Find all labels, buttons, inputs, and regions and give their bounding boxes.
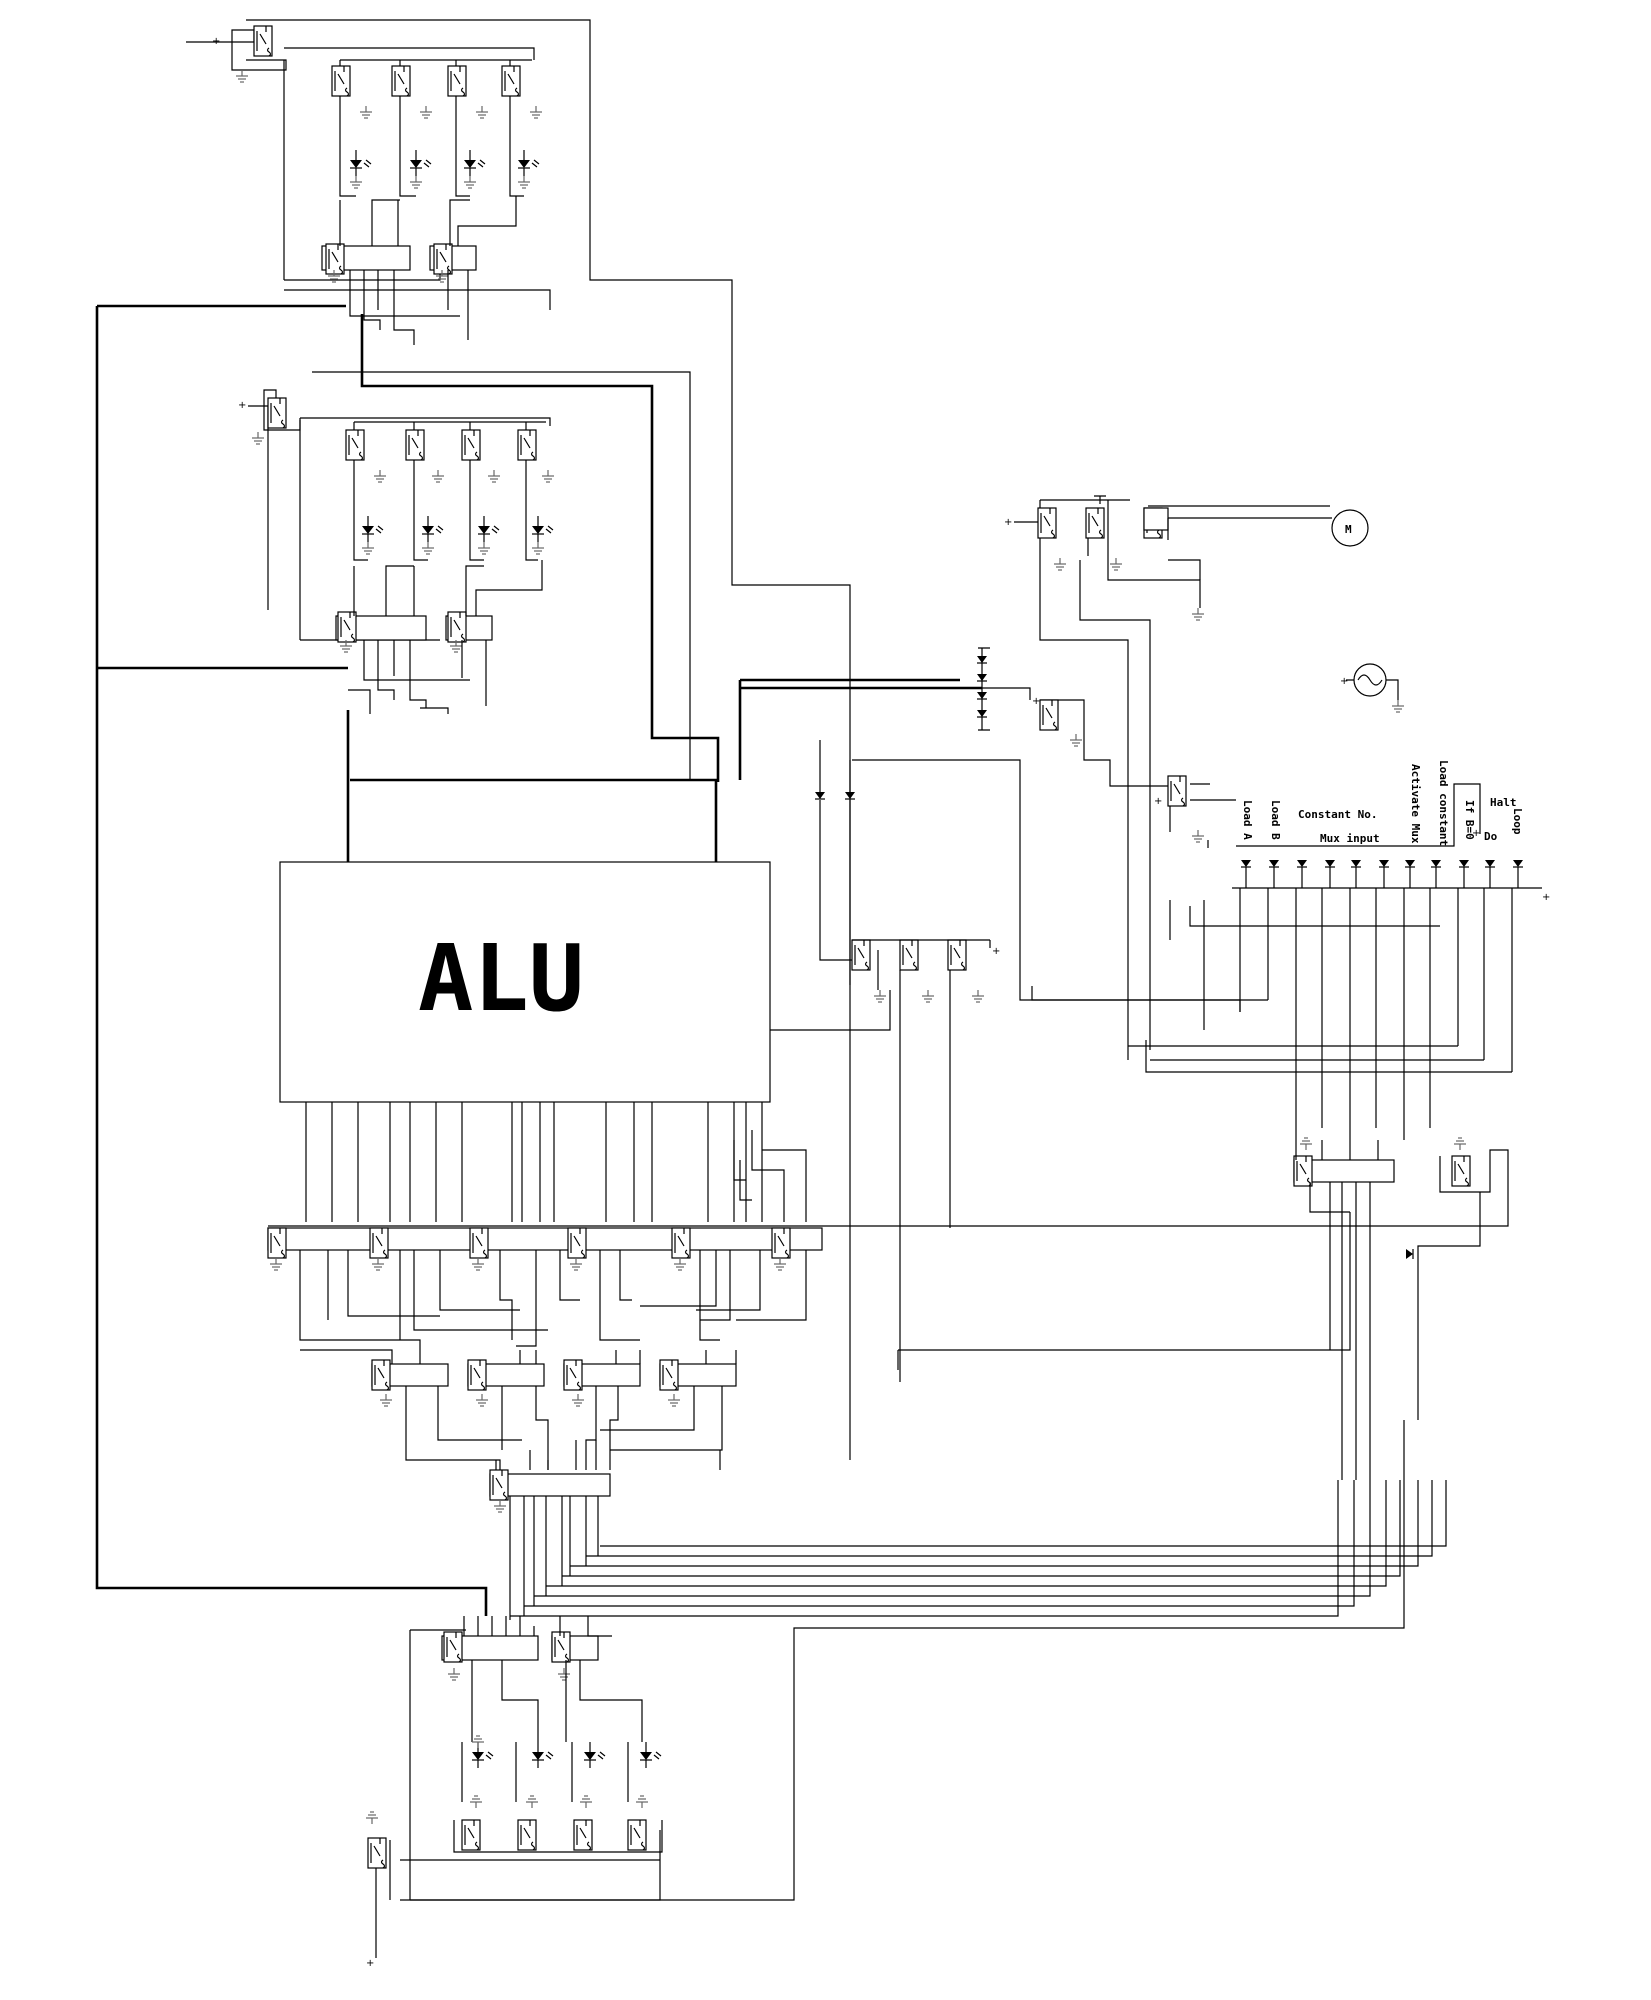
motor-label: M: [1345, 523, 1352, 536]
constant-relays: [1293, 1137, 1509, 1480]
alu-block: ALU: [279, 861, 891, 1103]
label-mux-input: Mux input: [1320, 832, 1380, 845]
mux-stage-2: [300, 1212, 1351, 1470]
svg-text:+: +: [1542, 892, 1550, 903]
mux-stage-1: [267, 1212, 1509, 1350]
led-icon: [349, 149, 372, 177]
supply-plus: +: [212, 36, 220, 47]
svg-text:+: +: [238, 400, 246, 411]
oscillator-icon: +: [1340, 663, 1405, 713]
aux-diodes: +: [814, 740, 1241, 1460]
label-loop: Loop: [1511, 808, 1524, 835]
ground-icon: [235, 69, 249, 83]
label-activate-mux: Activate Mux: [1409, 764, 1422, 844]
output-register-bits: [400, 1735, 663, 1861]
output-register: +: [365, 1420, 1405, 1969]
label-load-constant: Load constant: [1437, 760, 1450, 846]
decoder-diodes: + +: [740, 647, 1236, 843]
panel-diodes: [1240, 859, 1524, 868]
register-a: +: [186, 19, 851, 985]
svg-text:+: +: [1340, 676, 1348, 687]
svg-text:+: +: [1032, 696, 1040, 707]
label-load-a: Load A: [1241, 800, 1254, 840]
label-halt: Halt: [1490, 796, 1517, 809]
alu-output-wires: [305, 1102, 807, 1222]
control-panel: Load A Load B Constant No. Mux input Act…: [1031, 760, 1550, 1140]
svg-text:+: +: [1472, 828, 1480, 839]
data-bus: [95, 304, 960, 1616]
register-a-bits: [331, 59, 543, 197]
label-constant-no: Constant No.: [1298, 808, 1377, 821]
svg-text:+: +: [992, 946, 1000, 957]
label-load-b: Load B: [1269, 800, 1282, 840]
control-clock: + M +: [1004, 495, 1405, 1060]
register-b-bits: [345, 421, 555, 561]
label-if-b0: If B=0: [1463, 800, 1476, 840]
alu-label: ALU: [418, 925, 584, 1032]
svg-text:+: +: [1154, 796, 1162, 807]
svg-text:+: +: [1004, 517, 1012, 528]
motor-icon: [1331, 509, 1369, 547]
svg-text:+: +: [366, 1958, 374, 1969]
label-do: Do: [1484, 830, 1498, 843]
register-b: +: [238, 371, 691, 780]
mux-stage-3: [489, 1440, 1447, 1620]
